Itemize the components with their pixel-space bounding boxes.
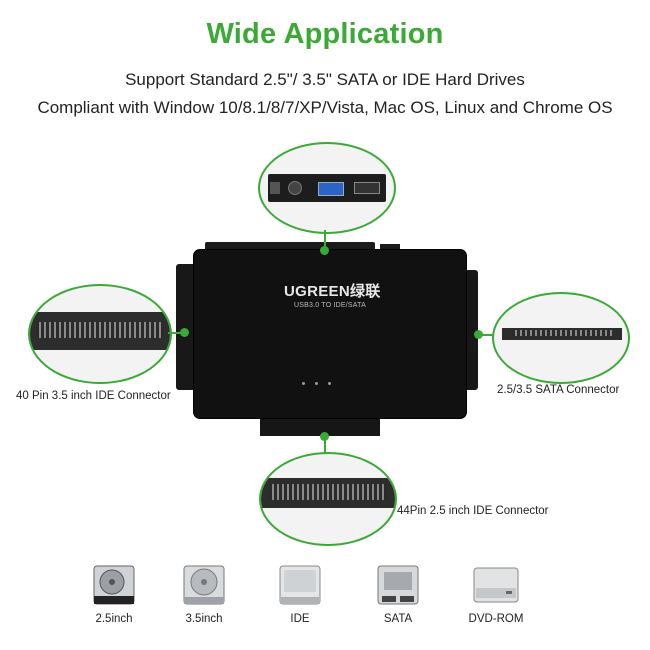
ide44-pins [269, 484, 387, 500]
drive-label: 3.5inch [185, 613, 223, 625]
sata-drive-icon [374, 564, 422, 606]
callout-dot [180, 328, 189, 337]
drive-label: 2.5inch [95, 613, 133, 625]
adapter-left-tab [176, 264, 198, 390]
callout-dot [320, 432, 329, 441]
ports-callout-bubble [258, 142, 396, 234]
callout-connector-line [324, 434, 326, 454]
ide40-pins [36, 322, 164, 338]
adapter-body [194, 250, 466, 418]
callout-connector-line [478, 334, 494, 336]
callout-connector-line [168, 332, 186, 334]
drive-label: IDE [290, 613, 310, 625]
page-title: Wide Application [206, 18, 444, 50]
dc-jack-icon [288, 181, 302, 195]
usb-port-icon [318, 182, 344, 196]
adapter-right-tab [462, 270, 478, 390]
led-indicator [315, 382, 318, 385]
sata-callout-bubble [492, 292, 630, 384]
callout-dot [474, 330, 483, 339]
adapter-brand: UGREEN绿联 [284, 283, 381, 300]
ide44-label: 44Pin 2.5 inch IDE Connector [397, 505, 549, 517]
ide44-callout-bubble [259, 452, 397, 546]
drive-label: SATA [383, 613, 413, 625]
adapter-bottom-tab [260, 416, 380, 436]
power-port-icon [354, 182, 380, 194]
led-indicator [328, 382, 331, 385]
hdd-3-5-icon [180, 564, 228, 606]
sata-label: 2.5/3.5 SATA Connector [497, 384, 620, 396]
subtitle-support: Support Standard 2.5"/ 3.5" SATA or IDE … [125, 70, 525, 89]
power-switch-icon [270, 182, 280, 194]
callout-dot [320, 246, 329, 255]
subtitle-compliance: Compliant with Window 10/8.1/8/7/XP/Vist… [37, 98, 613, 117]
hdd-2-5-icon [90, 564, 138, 606]
ide40-callout-bubble [28, 284, 172, 384]
sata-pins [512, 330, 612, 336]
adapter-model: USB3.0 TO IDE/SATA [294, 302, 366, 309]
ide40-label: 40 Pin 3.5 inch IDE Connector [16, 390, 171, 402]
ide-drive-icon [276, 564, 324, 606]
led-indicator [302, 382, 305, 385]
dvd-rom-icon [472, 564, 520, 606]
callout-connector-line [324, 230, 326, 252]
drive-label: DVD-ROM [468, 613, 524, 625]
adapter-leds [302, 372, 341, 390]
adapter-top-bump [380, 244, 400, 254]
